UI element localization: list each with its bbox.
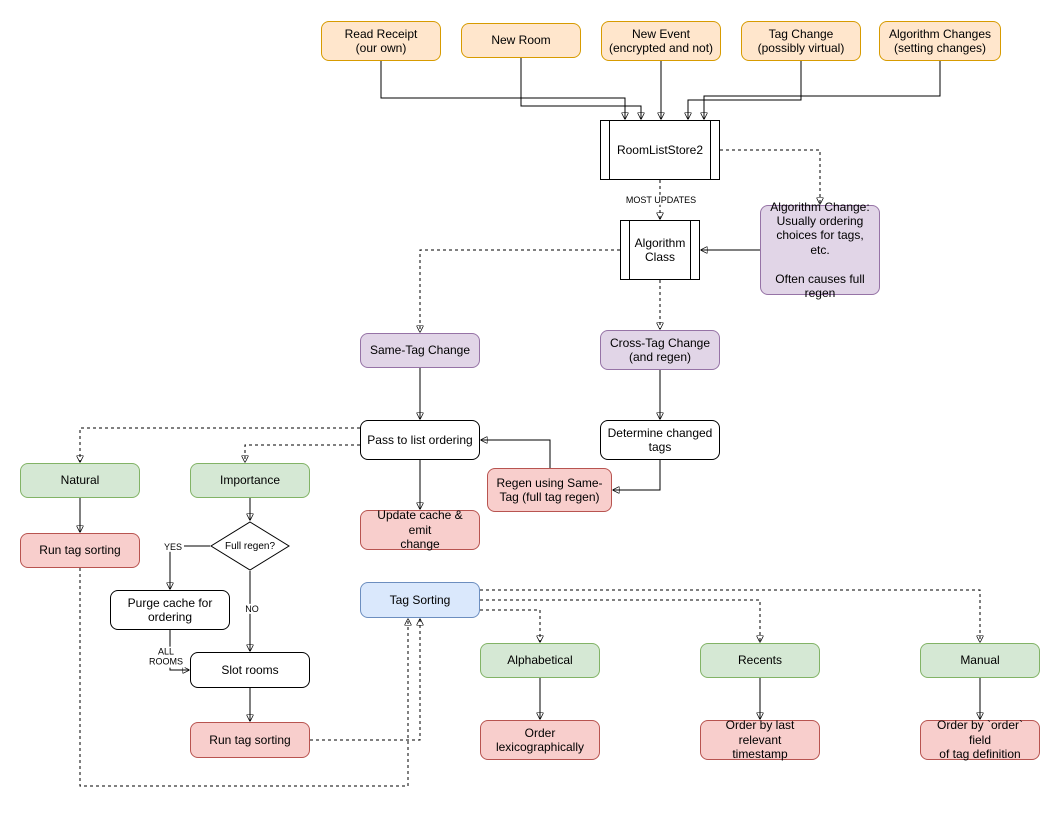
node-cross-tag-change: Cross-Tag Change (and regen) xyxy=(600,330,720,370)
node-regen-using-same-tag: Regen using Same- Tag (full tag regen) xyxy=(487,468,612,512)
edge-pass-to-importance xyxy=(245,444,360,462)
node-pass-to-list-ordering: Pass to list ordering xyxy=(360,420,480,460)
edge-tag-sorting-to-manual xyxy=(480,589,980,642)
node-manual: Manual xyxy=(920,643,1040,678)
node-order-lexicographically-label: Order lexicographically xyxy=(495,725,585,754)
node-importance-label: Importance xyxy=(219,473,281,488)
node-order-lexicographically: Order lexicographically xyxy=(480,720,600,760)
edge-full-regen-yes-to-purge xyxy=(170,545,210,589)
node-room-list-store2: RoomListStore2 xyxy=(600,120,720,180)
node-order-by-order-field-label: Order by `order` field of tag definition xyxy=(936,718,1024,762)
edge-label-no: NO xyxy=(243,603,261,615)
node-pass-to-list-ordering-label: Pass to list ordering xyxy=(367,432,473,447)
node-new-room: New Room xyxy=(461,23,581,58)
node-update-cache-emit-change: Update cache & emit change xyxy=(360,508,480,552)
node-new-event: New Event (encrypted and not) xyxy=(601,21,721,61)
node-tag-sorting-label: Tag Sorting xyxy=(389,592,451,607)
node-alphabetical-label: Alphabetical xyxy=(507,653,573,668)
node-algorithm-changes-label: Algorithm Changes (setting changes) xyxy=(888,26,992,55)
note-algorithm-change-label: Algorithm Change: Usually ordering choic… xyxy=(770,199,870,300)
node-tag-change: Tag Change (possibly virtual) xyxy=(741,21,861,61)
decision-full-regen: Full regen? xyxy=(210,521,290,571)
node-algorithm-class: Algorithm Class xyxy=(620,220,700,280)
node-recents: Recents xyxy=(700,643,820,678)
node-same-tag-change-label: Same-Tag Change xyxy=(369,343,471,358)
diamond-shape xyxy=(210,521,290,571)
node-importance: Importance xyxy=(190,463,310,498)
edge-run-tag-sorting-natural-to-tag-sorting xyxy=(79,568,408,787)
edge-purge-to-slot-rooms xyxy=(169,630,189,670)
node-algorithm-class-label: Algorithm Class xyxy=(634,235,686,264)
edge-new-room-to-store xyxy=(520,58,641,119)
node-tag-change-label: Tag Change (possibly virtual) xyxy=(757,26,845,55)
node-run-tag-sorting-importance-label: Run tag sorting xyxy=(209,732,291,747)
node-new-event-label: New Event (encrypted and not) xyxy=(608,26,714,55)
node-room-list-store2-label: RoomListStore2 xyxy=(616,142,704,157)
node-read-receipt-label: Read Receipt (our own) xyxy=(344,26,418,55)
edge-label-all-rooms: ALL ROOMS xyxy=(146,646,186,668)
edge-label-most-updates: MOST UPDATES xyxy=(623,194,699,206)
edge-run-tag-sorting-importance-to-tag-sorting xyxy=(310,619,420,741)
node-recents-label: Recents xyxy=(737,653,783,668)
edge-tag-change-to-store xyxy=(688,61,802,119)
edge-algorithm-changes-to-store xyxy=(704,61,941,119)
edge-regen-to-pass xyxy=(481,440,551,468)
node-order-by-order-field: Order by `order` field of tag definition xyxy=(920,718,1040,762)
node-cross-tag-change-label: Cross-Tag Change (and regen) xyxy=(609,335,711,364)
edge-read-receipt-to-store xyxy=(380,61,625,119)
edge-algorithm-class-to-same-tag xyxy=(420,249,620,332)
node-purge-cache-for-ordering: Purge cache for ordering xyxy=(110,590,230,630)
node-determine-changed-tags-label: Determine changed tags xyxy=(607,425,713,454)
node-natural-label: Natural xyxy=(60,473,100,488)
node-determine-changed-tags: Determine changed tags xyxy=(600,420,720,460)
node-same-tag-change: Same-Tag Change xyxy=(360,333,480,368)
node-regen-using-same-tag-label: Regen using Same- Tag (full tag regen) xyxy=(496,475,603,504)
edge-pass-to-natural xyxy=(80,427,360,462)
node-run-tag-sorting-natural-label: Run tag sorting xyxy=(39,543,121,558)
node-update-cache-emit-change-label: Update cache & emit change xyxy=(377,508,463,552)
edge-tag-sorting-to-recents xyxy=(480,599,760,642)
edge-tag-sorting-to-alphabetical xyxy=(480,609,540,642)
node-algorithm-changes: Algorithm Changes (setting changes) xyxy=(879,21,1001,61)
node-alphabetical: Alphabetical xyxy=(480,643,600,678)
node-run-tag-sorting-natural: Run tag sorting xyxy=(20,533,140,568)
node-new-room-label: New Room xyxy=(491,33,551,48)
node-slot-rooms: Slot rooms xyxy=(190,652,310,688)
edge-store-to-note xyxy=(720,149,820,204)
node-slot-rooms-label: Slot rooms xyxy=(221,662,279,677)
edge-determine-to-regen xyxy=(613,460,661,490)
decision-full-regen-label: Full regen? xyxy=(224,540,276,552)
node-order-by-last-relevant-timestamp-label: Order by last relevant timestamp xyxy=(725,718,795,762)
note-algorithm-change: Algorithm Change: Usually ordering choic… xyxy=(760,200,880,300)
node-read-receipt: Read Receipt (our own) xyxy=(321,21,441,61)
node-manual-label: Manual xyxy=(960,653,1000,668)
node-run-tag-sorting-importance: Run tag sorting xyxy=(190,722,310,758)
node-tag-sorting: Tag Sorting xyxy=(360,582,480,618)
node-purge-cache-for-ordering-label: Purge cache for ordering xyxy=(127,595,213,624)
edge-label-yes: YES xyxy=(161,541,185,553)
node-order-by-last-relevant-timestamp: Order by last relevant timestamp xyxy=(700,718,820,762)
node-natural: Natural xyxy=(20,463,140,498)
